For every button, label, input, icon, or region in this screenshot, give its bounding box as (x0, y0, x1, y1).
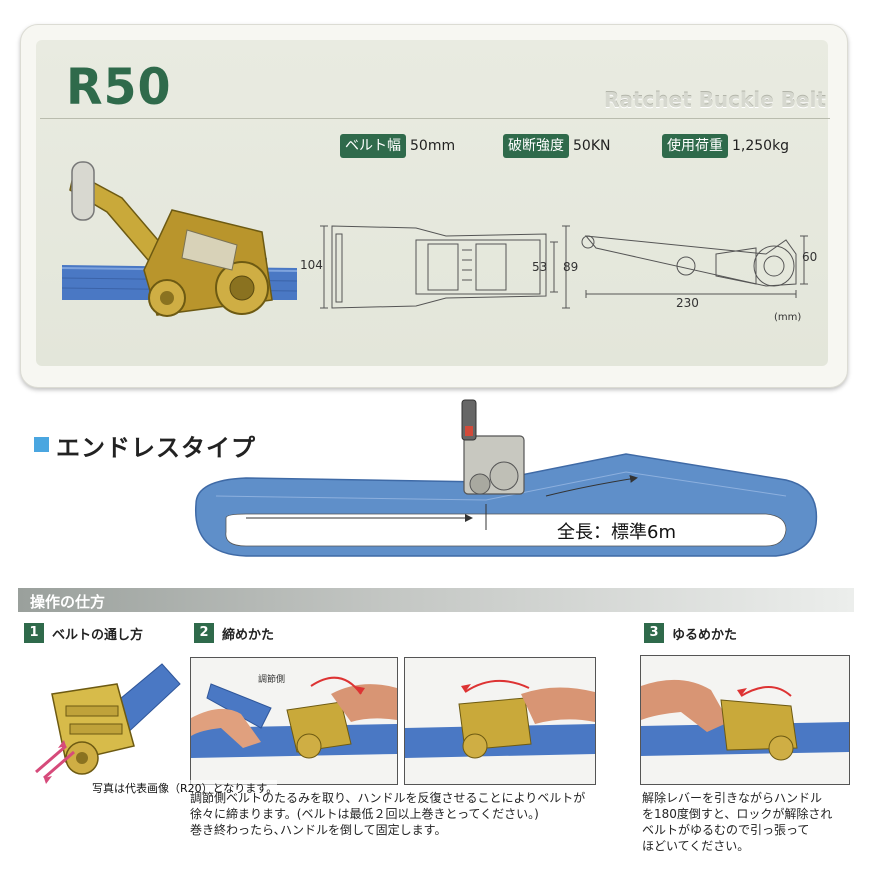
technical-drawing (320, 225, 808, 309)
desc-line: 解除レバーを引きながらハンドル (642, 791, 823, 805)
desc-line: 徐々に締まります。(ベルトは最低２回以上巻きとってください。) (190, 807, 539, 821)
step-2-photo-b (404, 657, 596, 785)
spec-value: 1,250kg (732, 138, 790, 154)
step-number: 1 (24, 623, 44, 643)
desc-line: を180度倒すと、ロックが解除され (642, 807, 833, 821)
dim-104: 104 (300, 258, 323, 272)
operation-header-bar (18, 588, 854, 612)
step-label: ゆるめかた (672, 627, 738, 643)
step-3-description: 解除レバーを引きながらハンドル を180度倒すと、ロックが解除され ベルトがゆる… (642, 790, 852, 854)
product-subtitle: Ratchet Buckle Belt (604, 88, 826, 112)
step-3-header: 3 ゆるめかた (644, 623, 737, 643)
step-number: 3 (644, 623, 664, 643)
step-2-description: 調節側ベルトのたるみを取り、ハンドルを反復させることによりベルトが 徐々に締まり… (190, 790, 630, 838)
dim-89: 89 (563, 260, 579, 274)
spec-label: 破断強度 (503, 134, 569, 158)
desc-line: ベルトがゆるむので引っ張って (642, 823, 810, 837)
desc-line: ほどいてください。 (642, 839, 750, 853)
desc-line: 巻き終わったら､ハンドルを倒して固定します。 (190, 823, 447, 837)
step-1-header: 1 ベルトの通し方 (24, 623, 143, 643)
endless-title: エンドレスタイプ (56, 434, 256, 462)
spec-label: ベルト幅 (340, 134, 406, 158)
endless-belt-image (195, 399, 818, 557)
section-marker (34, 437, 49, 452)
adjust-side-annotation: 調節側 (258, 675, 286, 685)
title-divider (40, 118, 830, 119)
step-2-header: 2 締めかた (194, 623, 274, 643)
spec-value: 50KN (573, 138, 611, 154)
spec-item-strength: 破断強度 50KN (503, 134, 610, 158)
dim-230: 230 (676, 296, 699, 310)
spec-item-width: ベルト幅 50mm (340, 134, 455, 158)
ratchet-product-image (62, 161, 298, 317)
spec-value: 50mm (410, 138, 456, 154)
dim-53: 53 (532, 260, 548, 274)
operation-title: 操作の仕方 (30, 593, 106, 611)
step-2-photo-a (190, 657, 398, 785)
step-1-image (35, 663, 181, 784)
desc-line: 調節側ベルトのたるみを取り、ハンドルを反復させることによりベルトが (190, 791, 586, 805)
step-label: 締めかた (222, 627, 275, 643)
model-title: R50 (66, 58, 172, 116)
spec-item-load: 使用荷重 1,250kg (662, 134, 789, 158)
step-label: ベルトの通し方 (52, 627, 144, 643)
dim-unit: (mm) (774, 312, 802, 323)
step-number: 2 (194, 623, 214, 643)
belt-length-label: 全長：標準6m (557, 522, 676, 543)
dim-60: 60 (802, 250, 818, 264)
spec-label: 使用荷重 (662, 134, 728, 158)
step-3-photo (640, 655, 850, 785)
photo-note: 写真は代表画像（R20）となります。 (92, 780, 278, 796)
